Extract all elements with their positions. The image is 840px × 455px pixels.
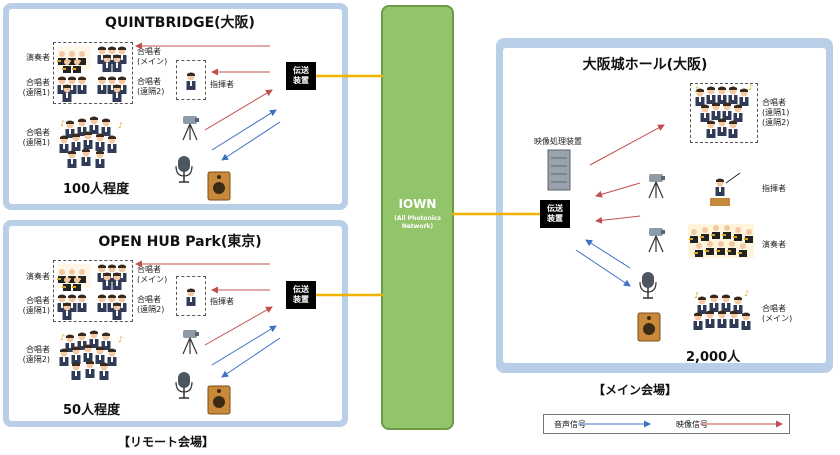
q-chorus-main-label: 合唱者 (メイン) — [137, 47, 168, 66]
quintbridge-count: 100人程度 — [63, 182, 130, 197]
oh-local-chorus-label: 合唱者 (遠隔2) — [22, 345, 50, 364]
oh-chorus-main-label: 合唱者 (メイン) — [137, 265, 168, 284]
openhub-title: OPEN HUB Park(東京) — [98, 234, 262, 250]
q-transmitter: 伝送 装置 — [286, 62, 316, 90]
iown-title: IOWN — [398, 197, 437, 211]
oh-chorus-remote1-label: 合唱者 (遠隔1) — [22, 296, 50, 315]
hall-chorus-remote-label: 合唱者 (遠隔1) (遠隔2) — [762, 98, 790, 127]
hall-players-label: 演奏者 — [762, 240, 786, 249]
main-venue-caption: 【メイン会場】 — [593, 383, 678, 397]
oh-chorus-remote2-label: 合唱者 (遠隔2) — [137, 295, 165, 314]
signal-legend: 音声信号 映像信号 — [543, 414, 790, 434]
q-conductor-screen — [176, 60, 206, 100]
q-remote-group — [53, 42, 133, 104]
hall-remote-screen — [690, 83, 758, 143]
osaka-hall-title: 大阪城ホール(大阪) — [582, 57, 708, 73]
hall-video-processor-label: 映像処理装置 — [534, 137, 582, 146]
oh-remote-group — [53, 260, 133, 322]
osaka-hall-count: 2,000人 — [686, 350, 741, 365]
q-conductor-label: 指揮者 — [210, 80, 234, 89]
hall-transmitter: 伝送 装置 — [540, 200, 570, 228]
oh-players-label: 演奏者 — [26, 272, 50, 281]
quintbridge-title: QUINTBRIDGE(大阪) — [105, 15, 255, 31]
hall-conductor-label: 指揮者 — [762, 184, 786, 193]
remote-venue-caption: 【リモート会場】 — [118, 435, 215, 449]
legend-video-label: 映像信号 — [676, 420, 708, 429]
iown-subtitle: (All Photonics Network) — [394, 215, 441, 230]
hall-chorus-main-label: 合唱者 (メイン) — [762, 304, 793, 323]
iown-network-bar: IOWN (All Photonics Network) — [381, 5, 454, 430]
q-players-label: 演奏者 — [26, 53, 50, 62]
q-local-chorus-label: 合唱者 (遠隔1) — [22, 128, 50, 147]
oh-transmitter: 伝送 装置 — [286, 281, 316, 309]
legend-audio-label: 音声信号 — [554, 420, 586, 429]
venue-openhub — [3, 220, 348, 427]
venue-quintbridge — [3, 3, 348, 210]
q-chorus-remote1-label: 合唱者 (遠隔1) — [22, 78, 50, 97]
oh-conductor-screen — [176, 276, 206, 316]
q-chorus-remote2-label: 合唱者 (遠隔2) — [137, 77, 165, 96]
venue-osaka-hall — [496, 38, 833, 373]
oh-conductor-label: 指揮者 — [210, 297, 234, 306]
openhub-count: 50人程度 — [63, 403, 121, 418]
